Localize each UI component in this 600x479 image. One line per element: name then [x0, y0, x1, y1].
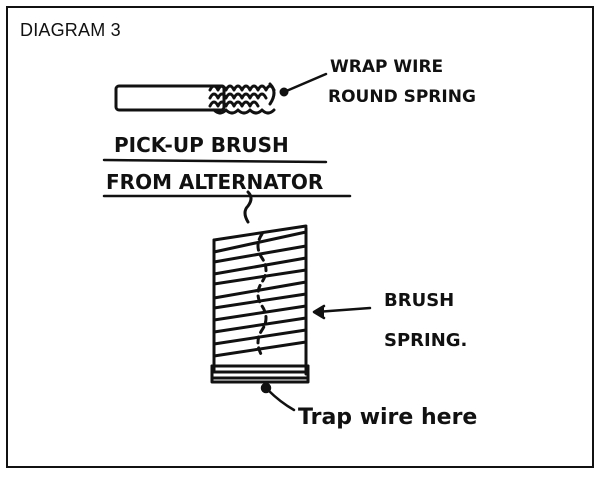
label-brush: BRUSH: [384, 290, 454, 311]
label-wrap-wire: WRAP WIRE: [330, 57, 443, 77]
pickup-brush-rod: [114, 84, 226, 112]
pickup-underline-1: [102, 158, 328, 164]
label-round-spring: ROUND SPRING: [328, 87, 476, 107]
brush-spring: [210, 190, 310, 384]
label-trap-wire: Trap wire here: [298, 405, 477, 430]
label-from-alternator: FROM ALTERNATOR: [106, 170, 323, 194]
diagram-title: DIAGRAM 3: [20, 20, 121, 40]
wrapped-wire-coil: [208, 82, 276, 115]
brush-spring-leader: [312, 304, 372, 320]
label-pickup-brush: PICK-UP BRUSH: [114, 133, 289, 157]
trap-wire-leader: [260, 382, 296, 412]
wrap-wire-leader: [279, 72, 328, 97]
diagram-frame: [6, 6, 594, 468]
label-spring: SPRING.: [384, 330, 467, 351]
